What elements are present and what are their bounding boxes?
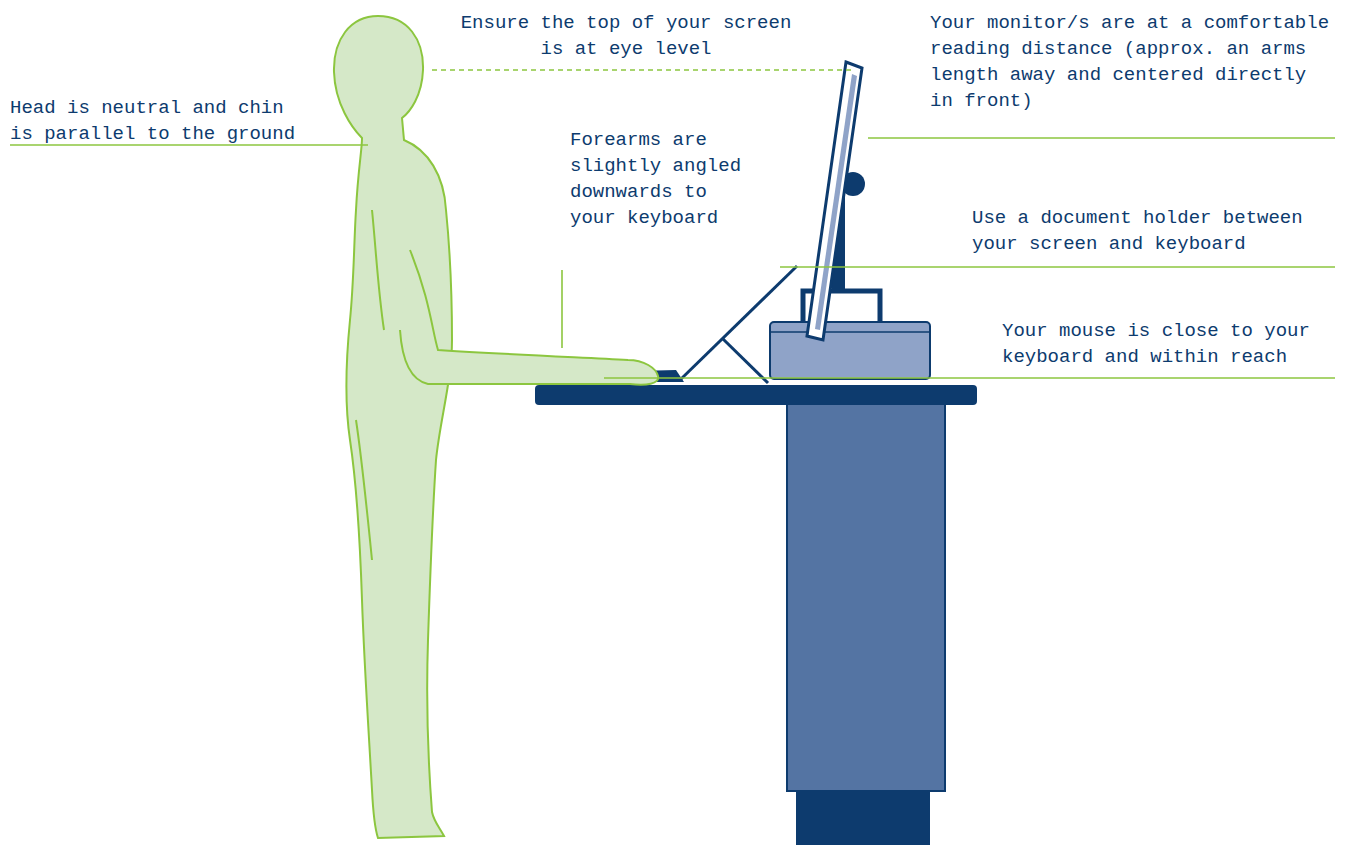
- monitor-riser: [770, 322, 930, 379]
- person-silhouette: [334, 16, 452, 838]
- leader-line: [868, 137, 1335, 139]
- monitor-screen-face: [815, 74, 857, 330]
- document-holder: [680, 266, 797, 380]
- person-leg-inner: [356, 420, 372, 560]
- callout-label: Forearms are slightly angled downwards t…: [570, 127, 746, 231]
- eye-level-line: [432, 69, 852, 71]
- riser-edge: [771, 331, 929, 333]
- callout-label: Head is neutral and chin is parallel to …: [10, 95, 302, 147]
- person-arm: [400, 250, 658, 385]
- leader-line: [561, 270, 563, 348]
- desk-base: [796, 790, 930, 845]
- callout-label: Your monitor/s are at a comfortable read…: [930, 10, 1336, 114]
- desk-column: [787, 403, 945, 791]
- desk-top: [535, 385, 977, 405]
- leader-line: [780, 266, 1335, 268]
- callout-label: Your mouse is close to your keyboard and…: [1002, 318, 1320, 370]
- person-arm-inner: [372, 210, 384, 330]
- monitor-screen: [807, 62, 862, 340]
- callout-label: Ensure the top of your screen is at eye …: [455, 10, 797, 62]
- document-holder-leg: [722, 338, 768, 383]
- leader-line: [604, 377, 1335, 379]
- callout-label: Use a document holder between your scree…: [972, 205, 1314, 257]
